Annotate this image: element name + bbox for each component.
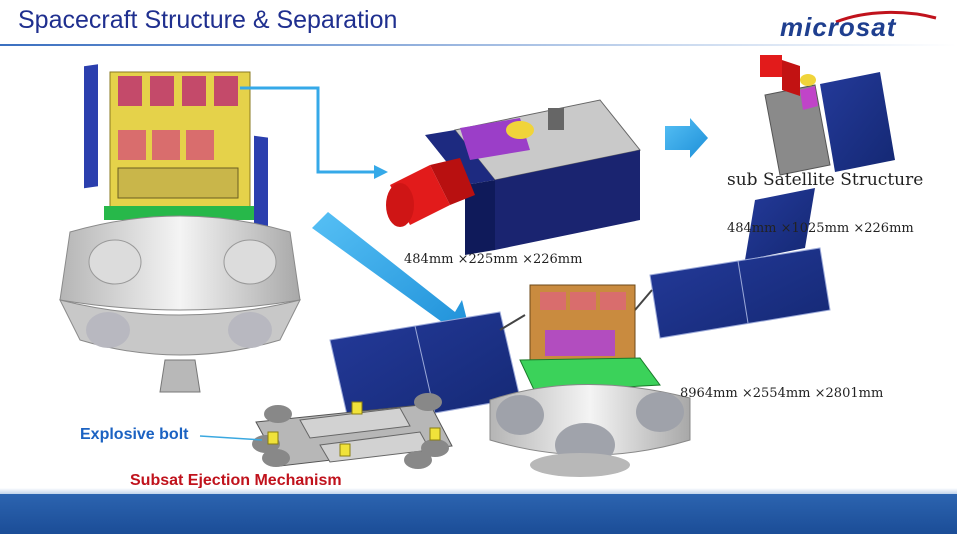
sub-satellite-dimensions: 484mm ×1025mm ×226mm xyxy=(727,221,914,236)
footer-band xyxy=(0,494,957,534)
sub-satellite-structure-label: sub Satellite Structure xyxy=(727,170,924,190)
title-divider xyxy=(0,44,957,46)
slide-title: Spacecraft Structure & Separation xyxy=(18,6,398,34)
module-dimensions: 484mm ×225mm ×226mm xyxy=(404,252,583,267)
logo-text: microsat xyxy=(780,12,897,42)
payload-module-illustration xyxy=(386,99,641,255)
ejection-mechanism-label: Subsat Ejection Mechanism xyxy=(130,472,342,489)
sub-satellite-illustration xyxy=(745,55,895,260)
ejection-mechanism-illustration xyxy=(199,393,453,469)
deployed-dimensions: 8964mm ×2554mm ×2801mm xyxy=(680,386,884,401)
microsat-logo: microsat xyxy=(776,8,946,48)
stacked-spacecraft-illustration xyxy=(59,64,301,393)
connector-line xyxy=(240,86,376,174)
logo-swoosh-icon xyxy=(835,10,937,24)
footer-highlight xyxy=(0,488,957,495)
arrow-right-icon xyxy=(665,118,708,158)
explosive-bolt-label: Explosive bolt xyxy=(80,426,189,443)
arrow-down-right-icon xyxy=(312,212,472,340)
deployed-spacecraft-illustration xyxy=(329,247,831,477)
